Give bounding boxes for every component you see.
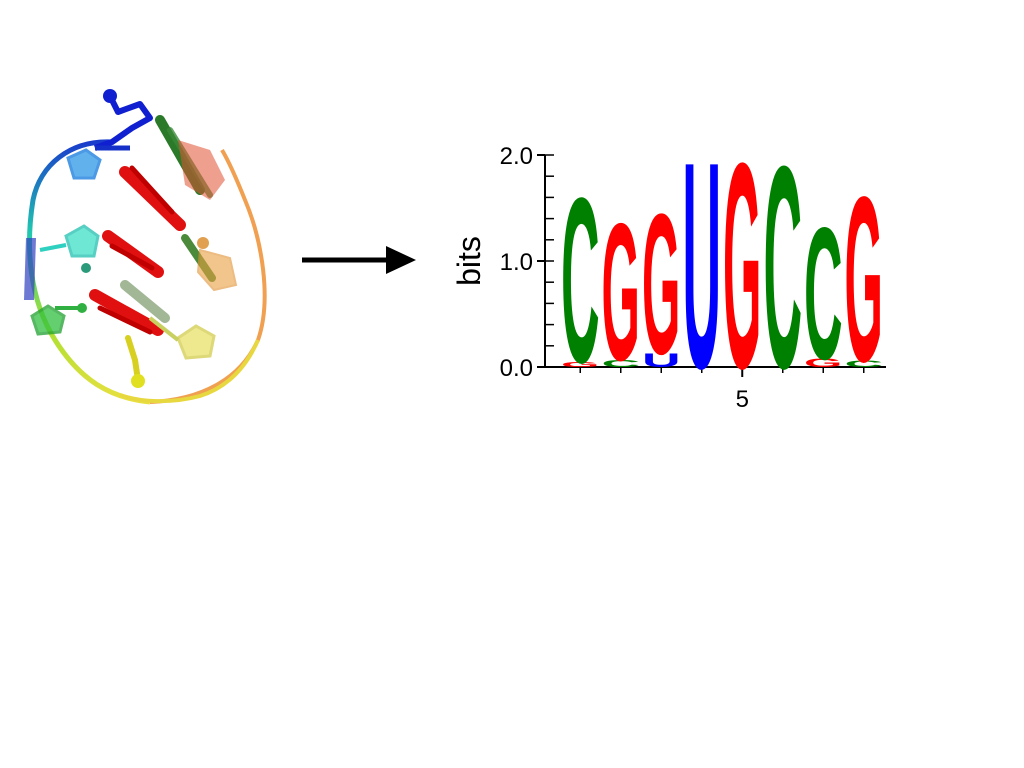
- right-arrow-icon: [302, 246, 416, 274]
- y-tick-label: 2.0: [500, 143, 533, 170]
- logo-letter-c-pos7: C: [804, 190, 843, 400]
- logo-letter-c-pos1: C: [561, 149, 600, 412]
- logo-letter-g-pos2: G: [602, 184, 640, 402]
- logo-letter-c-pos2: C: [602, 358, 641, 370]
- logo-letter-g-pos3: G: [642, 172, 680, 396]
- y-tick-label: 1.0: [500, 249, 533, 276]
- backbone-bottom: [119, 339, 260, 404]
- logo-letter-g-pos7: G: [804, 356, 842, 369]
- chart-axes: 0.0 1.0 2.0 bits 5: [451, 143, 886, 413]
- logo-letter-g-pos1: G: [561, 361, 599, 369]
- logo-letter-u-pos3: U: [642, 350, 681, 371]
- logo-letter-u-pos4: U: [683, 130, 722, 430]
- backbone-right: [149, 148, 267, 404]
- y-axis-title: bits: [451, 236, 487, 286]
- y-tick-label: 0.0: [500, 355, 533, 382]
- logo-letter-c-pos6: C: [764, 130, 803, 428]
- logo-letter-g-pos8: G: [845, 149, 883, 412]
- rna-structure-illustration: [24, 89, 267, 405]
- logo-letter-c-pos8: C: [845, 359, 884, 369]
- logo-letter-g-pos5: G: [723, 130, 761, 430]
- x-tick-label: 5: [736, 386, 749, 413]
